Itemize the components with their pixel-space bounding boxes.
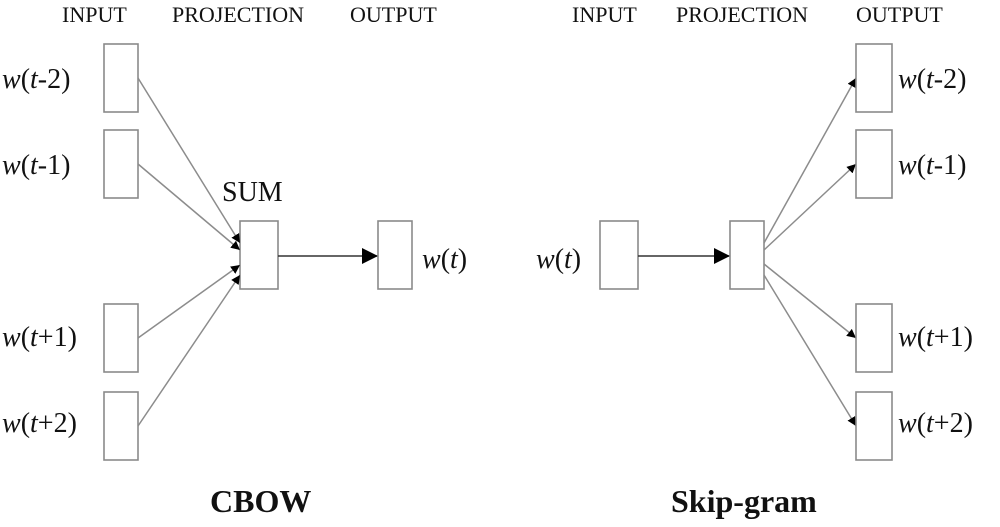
skipgram-projection-header: PROJECTION [676, 2, 808, 27]
skipgram-input-header: INPUT [572, 2, 637, 27]
cbow-projection-node [239, 220, 279, 290]
cbow-projection-header: PROJECTION [172, 2, 304, 27]
cbow-input-label-t-1: w(t-1) [2, 150, 70, 181]
cbow-edge [137, 274, 241, 427]
cbow-output-node [377, 220, 413, 290]
cbow-input-node [103, 129, 139, 199]
cbow-output-header: OUTPUT [350, 2, 437, 27]
skipgram-output-node [855, 303, 893, 373]
cbow-edge [137, 163, 241, 251]
skipgram-output-label-t+2: w(t+2) [898, 408, 973, 439]
skipgram-output-label-t-1: w(t-1) [898, 150, 966, 181]
skipgram-edge [763, 263, 857, 339]
cbow-input-label-t-2: w(t-2) [2, 64, 70, 95]
cbow-input-label-t+2: w(t+2) [2, 408, 77, 439]
skipgram-output-node [855, 129, 893, 199]
cbow-caption: CBOW [210, 483, 311, 519]
skipgram-edge [763, 163, 857, 251]
skipgram-input-label: w(t) [536, 244, 581, 275]
cbow-input-node [103, 391, 139, 461]
cbow-input-label-t+1: w(t+1) [2, 322, 77, 353]
cbow-input-header: INPUT [62, 2, 127, 27]
cbow-input-node [103, 43, 139, 113]
skipgram-caption: Skip-gram [671, 483, 817, 519]
skipgram-output-label-t-2: w(t-2) [898, 64, 966, 95]
skipgram-edge [763, 77, 857, 244]
cbow-edge [137, 77, 241, 244]
cbow-model: INPUT PROJECTION OUTPUT w(t-2) w(t-1) w(… [2, 2, 467, 519]
skipgram-input-node [599, 220, 639, 290]
cbow-output-label: w(t) [422, 244, 467, 275]
cbow-input-node [103, 303, 139, 373]
skipgram-projection-node [729, 220, 765, 290]
skipgram-output-header: OUTPUT [856, 2, 943, 27]
skipgram-model: INPUT PROJECTION OUTPUT w(t) w(t-2) w(t-… [536, 2, 973, 519]
cbow-sum-label: SUM [222, 177, 283, 208]
skipgram-output-node [855, 43, 893, 113]
skipgram-edge [763, 274, 857, 427]
skipgram-output-label-t+1: w(t+1) [898, 322, 973, 353]
skipgram-output-node [855, 391, 893, 461]
cbow-edge [137, 264, 241, 339]
